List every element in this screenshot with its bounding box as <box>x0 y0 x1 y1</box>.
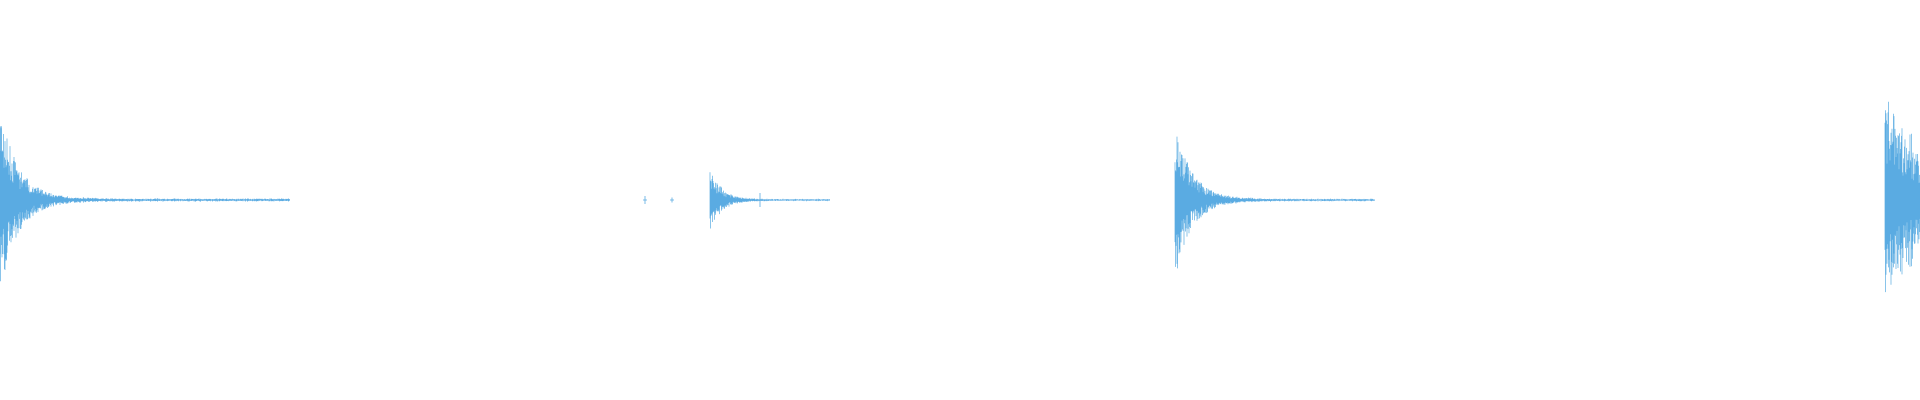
waveform-speck-3 <box>758 193 762 207</box>
waveform-burst-2 <box>709 172 830 229</box>
waveform-speck-1 <box>643 196 647 204</box>
waveform-burst-4 <box>1884 101 1920 293</box>
waveform-speck-2 <box>670 197 674 203</box>
waveform-burst-3 <box>1174 136 1375 269</box>
waveform-burst-1 <box>0 126 290 282</box>
